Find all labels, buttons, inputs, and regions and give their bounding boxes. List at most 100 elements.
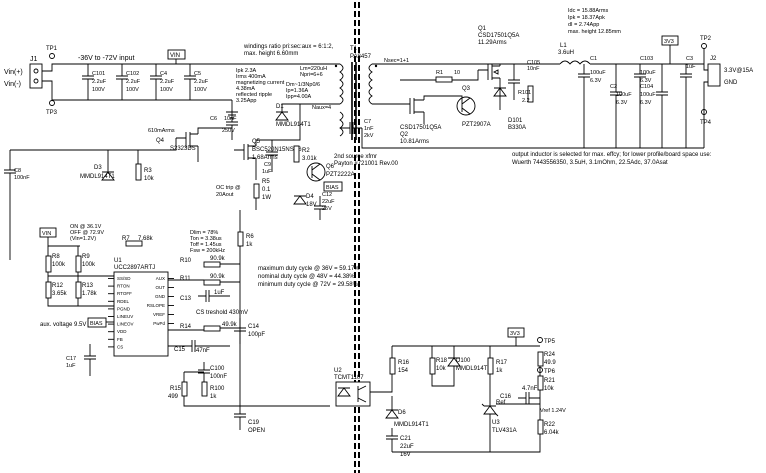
fb-wiring	[370, 346, 541, 453]
vin-rail	[42, 63, 250, 72]
svg-text:6.3V: 6.3V	[616, 100, 628, 106]
xfmr-ref: T1	[350, 46, 358, 52]
cap-c13: C13 1uF	[180, 290, 230, 302]
svg-text:TP4: TP4	[700, 120, 712, 126]
res-r22: R22 6.04k	[537, 419, 560, 436]
svg-text:ON @ 36.1V: ON @ 36.1V	[70, 224, 102, 230]
svg-text:100V: 100V	[126, 87, 139, 93]
u1-pin-left-1: SS/SD	[117, 276, 131, 281]
svg-text:1k: 1k	[210, 394, 217, 400]
res-r18: R18 10k	[429, 357, 448, 375]
res-r14: R14 49.9k	[180, 322, 238, 332]
cap-c101: C101 2.2uF 100V	[82, 64, 107, 100]
svg-text:MMDL914T1: MMDL914T1	[276, 122, 311, 128]
svg-text:C7: C7	[364, 119, 371, 125]
cap-c6: C6 10nF 250V	[210, 110, 238, 140]
oc-trip: OC trip @ 20Aout	[216, 185, 241, 198]
tp1-label: TP1	[46, 46, 58, 52]
cs-threshold: CS treshold 430mV	[196, 310, 248, 316]
cap-c9: C9 1uF	[262, 140, 278, 175]
svg-text:Npri=6+6: Npri=6+6	[300, 72, 323, 78]
xfmr-note-height: max. height 6.60mm	[244, 51, 298, 57]
svg-text:TP2: TP2	[700, 36, 712, 42]
u1-pin-left-9: FB	[117, 337, 123, 342]
svg-text:100nF: 100nF	[210, 374, 227, 380]
inductor-specs: Idc = 15.88Arms Ipk = 18.37Apk dI = 2.74…	[568, 8, 621, 35]
svg-text:Ton = 3.38us: Ton = 3.38us	[190, 236, 222, 242]
svg-text:MMDL914T1: MMDL914T1	[80, 174, 115, 180]
svg-text:B330A: B330A	[508, 125, 526, 131]
res-r8: R8 100k	[45, 254, 66, 273]
shunt-u3: Ref U3 TLV431A Vref 1.24V	[481, 400, 566, 434]
svg-text:reflected ripple: reflected ripple	[236, 92, 272, 98]
res-r101: R101 2.2	[518, 85, 534, 104]
uvlo-network	[47, 246, 114, 307]
svg-text:R10: R10	[180, 258, 192, 264]
svg-text:aux. voltage 9.5V: aux. voltage 9.5V	[40, 322, 86, 328]
svg-text:2.2uF: 2.2uF	[194, 79, 209, 85]
svg-text:Dlim = 78%: Dlim = 78%	[190, 230, 218, 236]
j1-pin1	[33, 68, 39, 74]
output-gnd: GND	[724, 80, 738, 86]
svg-text:D6: D6	[398, 410, 406, 416]
svg-text:R24: R24	[544, 352, 556, 358]
svg-text:R16: R16	[398, 360, 410, 366]
svg-text:1.78k: 1.78k	[82, 291, 98, 297]
svg-text:R5: R5	[262, 179, 270, 185]
res-r16: R16 154	[389, 357, 410, 375]
svg-text:Ipp=4.00A: Ipp=4.00A	[286, 94, 312, 100]
svg-text:C5: C5	[194, 71, 201, 77]
svg-text:20Aout: 20Aout	[216, 192, 234, 198]
svg-text:250V: 250V	[222, 128, 235, 134]
vin-flag	[167, 49, 186, 60]
svg-text:10: 10	[454, 70, 460, 76]
svg-text:C8: C8	[14, 168, 21, 174]
svg-text:dI = 2.74App: dI = 2.74App	[568, 22, 599, 28]
svg-text:6.3V: 6.3V	[640, 78, 652, 84]
svg-text:499: 499	[168, 394, 179, 400]
res-r7: R7 7.68k	[122, 236, 154, 247]
diode-d100: D100 MMDL914T1	[447, 357, 491, 372]
svg-text:C1: C1	[590, 56, 597, 62]
diode-d1: D1 MMDL914T1	[275, 103, 320, 128]
svg-text:R7: R7	[122, 236, 130, 242]
input-range-label: -36V to -72V input	[78, 55, 134, 62]
svg-text:11.29Arms: 11.29Arms	[478, 40, 507, 46]
flag-3v3-top: 3V3	[661, 35, 679, 64]
res-r15: R15 499	[168, 381, 188, 400]
svg-text:10nF: 10nF	[224, 116, 237, 122]
u1-pin-left-2: RTON	[117, 284, 130, 289]
ctrl-wiring	[168, 263, 330, 407]
svg-text:UCC2897ARTJ: UCC2897ARTJ	[114, 265, 155, 271]
svg-text:100V: 100V	[194, 87, 207, 93]
svg-text:100V: 100V	[160, 87, 173, 93]
svg-text:R100: R100	[210, 386, 225, 392]
svg-text:PZT2907A: PZT2907A	[462, 122, 491, 128]
svg-text:100uF: 100uF	[640, 70, 656, 76]
svg-text:C104: C104	[640, 84, 653, 90]
svg-text:maximum duty cycle @ 36V = 59.: maximum duty cycle @ 36V = 59.17%	[258, 266, 360, 272]
svg-text:3.6uH: 3.6uH	[558, 50, 574, 56]
svg-text:output inductor is selected fo: output inductor is selected for max. eff…	[512, 152, 712, 158]
svg-text:C21: C21	[400, 436, 412, 442]
svg-text:R13: R13	[82, 283, 94, 289]
svg-text:R11: R11	[180, 276, 191, 282]
svg-text:1uF: 1uF	[262, 169, 272, 175]
flag-bias-top: BIAS	[323, 181, 343, 192]
svg-text:16V: 16V	[400, 452, 411, 458]
svg-text:OC trip @: OC trip @	[216, 185, 241, 191]
svg-text:C100: C100	[210, 366, 225, 372]
cap-c102: C102 2.2uF 100V	[116, 64, 141, 100]
svg-text:1nF: 1nF	[364, 126, 374, 132]
u1-pin-right-5: VREF	[153, 312, 165, 317]
svg-text:D1: D1	[276, 104, 284, 110]
res-r17: R17 1k	[487, 357, 508, 375]
svg-text:R101: R101	[518, 90, 531, 96]
svg-text:nominal duty cycle @ 48V = 44.: nominal duty cycle @ 48V = 44.38%	[258, 274, 355, 280]
svg-text:Q4: Q4	[156, 138, 165, 144]
flag-3v3-fb: 3V3	[392, 327, 540, 347]
svg-text:PZT2222A: PZT2222A	[326, 172, 355, 178]
svg-text:C103: C103	[640, 56, 653, 62]
svg-text:2.2uF: 2.2uF	[126, 79, 141, 85]
svg-text:R8: R8	[52, 254, 60, 260]
